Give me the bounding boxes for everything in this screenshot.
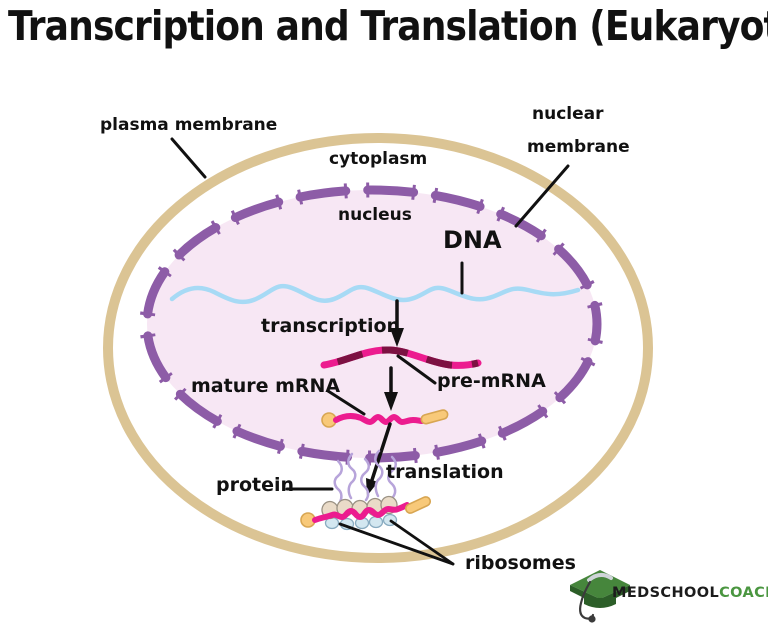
protein-squiggle	[374, 449, 384, 498]
graduation-cap-stethoscope-icon	[570, 570, 630, 623]
pre-mrna-intron-segments	[323, 346, 479, 369]
stethoscope-chestpiece	[588, 615, 596, 623]
nucleus-shape	[147, 190, 597, 458]
nuclear-membrane-shape	[142, 185, 602, 463]
translated-mrna-poly-a-tail	[404, 496, 432, 514]
protein-squiggle	[333, 459, 343, 504]
label-nuclear-membrane-line1: nuclear	[532, 104, 604, 124]
ribosomes-pointer-line	[389, 519, 455, 566]
stethoscope-earpieces	[587, 573, 613, 582]
label-ribosomes: ribosomes	[465, 552, 576, 574]
protein-squiggle	[347, 452, 357, 500]
ribosomes-pointer-line	[338, 522, 455, 566]
mature-mrna-poly-a-tail	[420, 409, 449, 425]
label-protein: protein	[216, 474, 295, 496]
transcription-arrow-head	[390, 328, 404, 347]
ribosome-small-subunit	[368, 515, 384, 529]
label-nucleus: nucleus	[338, 205, 412, 225]
protein-squiggle	[387, 455, 397, 499]
splicing-arrow-head	[384, 392, 398, 411]
plasma-membrane-pointer-line	[170, 137, 207, 179]
brand-secondary: COACH	[719, 585, 768, 601]
dna-strand	[169, 283, 581, 305]
label-plasma-membrane: plasma membrane	[100, 115, 278, 135]
pre-mrna-pointer-line	[396, 354, 437, 385]
label-transcription: transcription	[261, 315, 401, 337]
protein-squiggle	[360, 457, 370, 502]
translated-mrna-strand	[312, 502, 410, 523]
nuclear-membrane-pointer-line	[514, 164, 570, 228]
label-pre-mrna: pre-mRNA	[437, 370, 546, 392]
mature-mrna-strand	[333, 412, 425, 426]
page-title: Transcription and Translation (Eukaryote…	[8, 2, 768, 50]
cap-skull	[584, 593, 616, 608]
mature-mrna-pointer-line	[326, 389, 366, 416]
brand-primary: MEDSCHOOL	[612, 585, 720, 601]
label-mature-mrna: mature mRNA	[191, 375, 341, 397]
label-dna: DNA	[443, 226, 502, 254]
label-translation: translation	[386, 461, 504, 483]
translation-arrow-line	[370, 422, 392, 482]
brand-wordmark: MEDSCHOOLCOACH	[612, 585, 768, 601]
label-nuclear-membrane-line2: membrane	[527, 137, 630, 157]
plasma-membrane-shape	[103, 133, 653, 563]
label-cytoplasm: cytoplasm	[329, 149, 428, 169]
